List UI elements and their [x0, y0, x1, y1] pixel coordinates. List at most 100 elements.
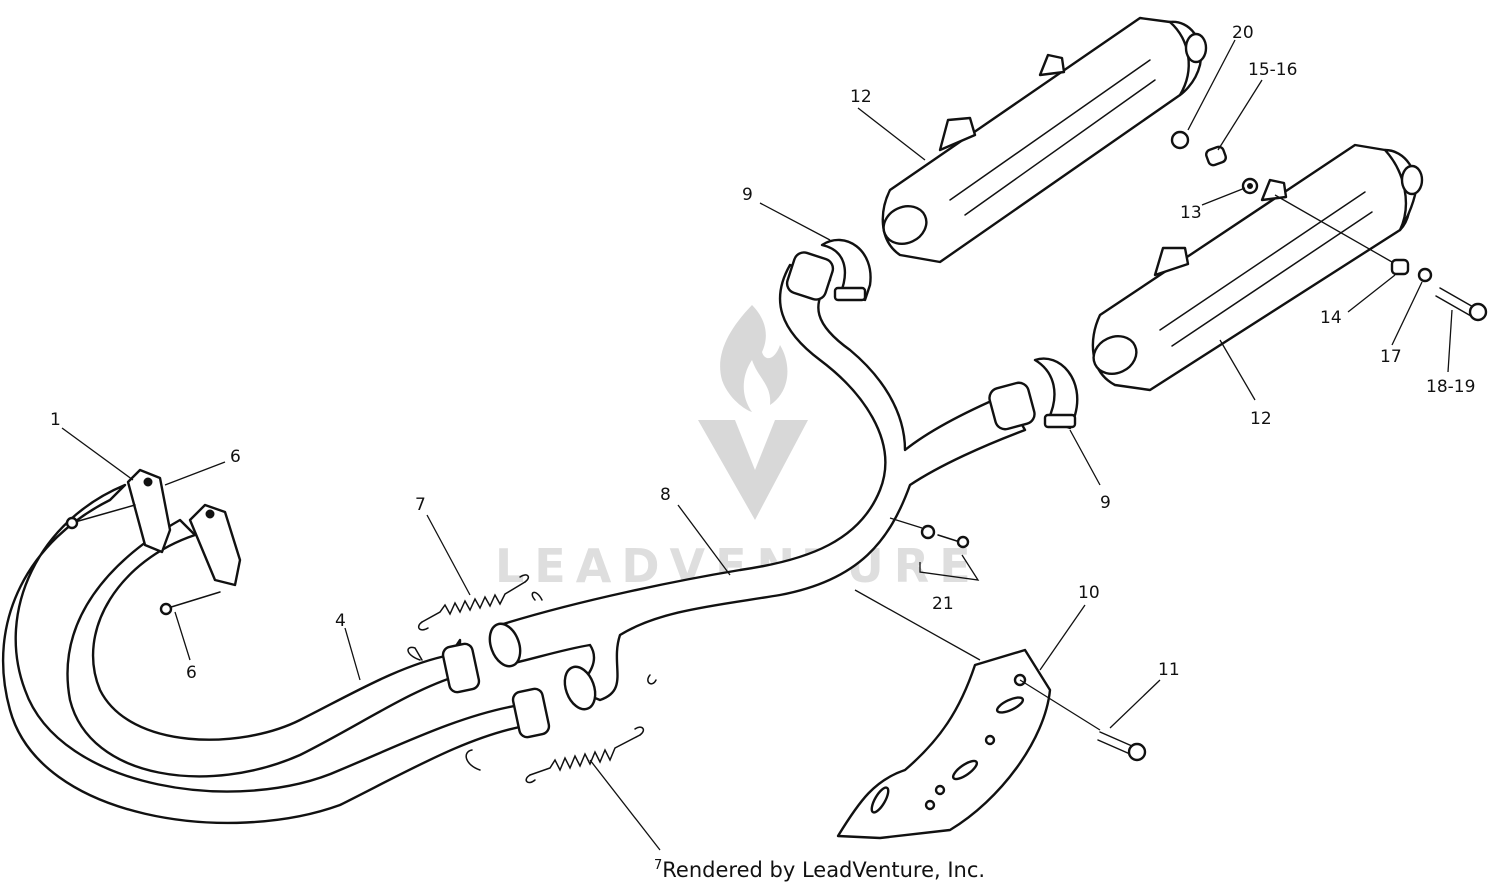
callout-6a: 6: [230, 447, 241, 467]
flange-right: [188, 503, 242, 587]
leader-17: [1391, 281, 1423, 346]
leader-7b: [589, 759, 661, 851]
callout-8: 8: [660, 485, 671, 505]
muffler-upper-seam: [949, 59, 1151, 201]
leader-12a: [857, 107, 926, 161]
callout-15-16: 15-16: [1248, 60, 1297, 80]
muffler-lower[interactable]: [1087, 143, 1424, 392]
callout-6b: 6: [186, 663, 197, 683]
spring-lower-hook-right: [634, 726, 645, 736]
mid-pipe-inlet-lower: [563, 665, 597, 711]
heat-shield-body: [836, 648, 1052, 840]
leader-7a: [426, 514, 471, 596]
collar-15-16: [1205, 145, 1227, 167]
header-pipe-outer-sleeve: [511, 687, 551, 739]
heat-shield-vent-2: [934, 784, 946, 796]
header-pipe-inner-sleeve: [441, 642, 481, 694]
clamp-upper: [820, 238, 872, 302]
washer-17: [1417, 267, 1433, 283]
muffler-lower-mount-tab: [1153, 246, 1190, 277]
muffler-upper[interactable]: [877, 16, 1208, 264]
washer-13-hole: [1247, 183, 1253, 189]
header-pipe-inner: [66, 518, 462, 778]
mid-pipe-left-outlet: [785, 251, 835, 301]
header-hook-upper: [407, 646, 423, 661]
bolt-18-19-head: [1468, 302, 1488, 322]
flange-bolt-upper-head: [65, 516, 79, 530]
nut-20: [1170, 130, 1190, 150]
leader-9b: [1069, 429, 1101, 486]
heat-shield-slot-1: [995, 696, 1025, 714]
leader-20: [1187, 39, 1236, 131]
shield-bolt-shank-2: [1097, 739, 1131, 755]
exhaust-springs[interactable]: [417, 574, 645, 784]
callout-7a: 7: [415, 495, 426, 515]
spring-upper-hook-left: [417, 621, 429, 631]
header-pipes[interactable]: [1, 483, 551, 825]
clamp-lower-bolt: [1043, 413, 1077, 429]
exhaust-flanges[interactable]: [126, 468, 242, 587]
leader-10b: [854, 589, 981, 661]
muffler-upper-mount-tab: [938, 116, 977, 152]
callout-1: 1: [50, 410, 61, 430]
callout-9b: 9: [1100, 493, 1111, 513]
shield-bolt-head: [1127, 742, 1147, 762]
leader-4: [344, 627, 361, 681]
collar-14: [1390, 258, 1410, 276]
leader-9a: [759, 202, 831, 241]
flange-left-hole: [143, 477, 153, 487]
shield-bolt-shank: [1099, 731, 1133, 747]
watermark-flame-icon: [720, 305, 788, 412]
muffler-upper-inlet: [882, 205, 928, 245]
flange-right-hole: [205, 509, 215, 519]
muffler-lower-inlet: [1092, 335, 1138, 375]
leader-14: [1347, 274, 1396, 313]
muffler-lower-seam: [1159, 191, 1366, 331]
heat-shield-vent-3: [924, 799, 936, 811]
bolt-21-shank: [937, 534, 961, 543]
watermark-v-icon: [698, 420, 808, 520]
callout-21: 21: [932, 594, 954, 614]
flange-bolt-lower-head: [159, 602, 173, 616]
callouts: 1 6 6 4 7 8 9 9 10 11 12 12 13 14 15-16 …: [50, 23, 1475, 683]
heat-shield-slot-2: [951, 759, 979, 781]
leader-8: [677, 504, 731, 576]
muffler-upper-seam-2: [964, 79, 1156, 216]
heat-shield-vent-1: [984, 734, 996, 746]
muffler-upper-body: [881, 16, 1194, 264]
mid-pipe-body: [498, 263, 1027, 702]
flange-bolt-lower: [167, 591, 221, 609]
mid-pipe-right-outlet: [988, 381, 1036, 431]
leader-6a: [164, 461, 226, 486]
spring-upper: [421, 581, 526, 623]
mid-pipe-hook-upper: [531, 591, 543, 601]
heat-shield-slot-3: [870, 786, 890, 814]
mid-pipe[interactable]: [484, 250, 1036, 714]
callout-10: 10: [1078, 583, 1100, 603]
callout-13: 13: [1180, 203, 1202, 223]
bolt-21-head: [956, 535, 970, 549]
flange-bolts[interactable]: [65, 504, 221, 616]
shield-bolt[interactable]: [1097, 731, 1147, 762]
muffler-upper-tip: [1184, 32, 1208, 64]
muffler-lower-mount-tab-rear: [1260, 178, 1288, 202]
callout-7b: 7: [654, 858, 663, 873]
leader-21b: [889, 517, 923, 529]
callout-4: 4: [335, 611, 346, 631]
clamp-upper-bolt: [833, 286, 867, 302]
exhaust-clamps[interactable]: [820, 238, 1079, 430]
callout-18-19: 18-19: [1426, 377, 1475, 397]
leader-15-16: [1217, 79, 1263, 151]
callout-14: 14: [1320, 308, 1342, 328]
leader-10: [1039, 604, 1086, 671]
muffler-upper-mount-tab-rear: [1038, 53, 1066, 77]
mounting-hardware[interactable]: [920, 130, 1488, 549]
leader-1: [61, 427, 134, 481]
footer-credit-text: Rendered by LeadVenture, Inc.: [662, 858, 986, 882]
heat-shield[interactable]: [836, 648, 1052, 840]
clamp-lower: [1033, 357, 1079, 430]
mid-pipe-hook-lower: [647, 674, 657, 685]
muffler-lower-seam-2: [1171, 211, 1373, 347]
callout-20: 20: [1232, 23, 1254, 43]
